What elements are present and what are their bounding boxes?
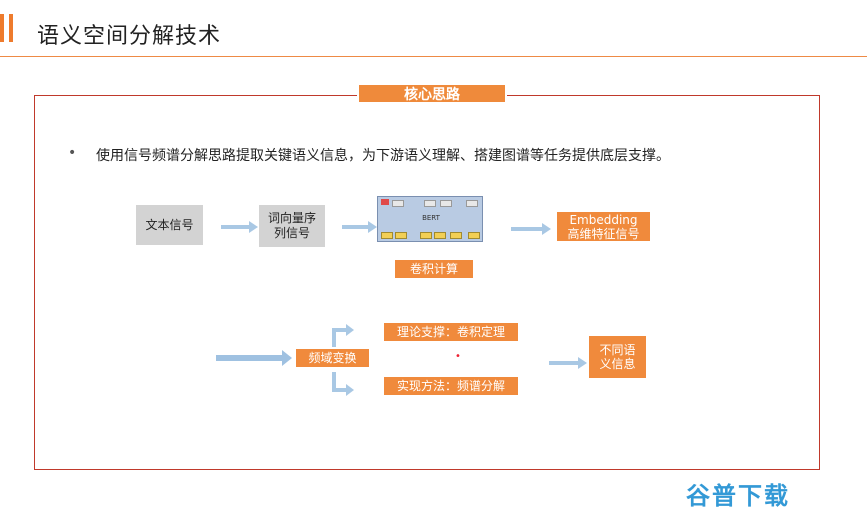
semantic-info-line-1: 不同语 — [599, 343, 636, 357]
bert-diagram-image: BERT — [377, 196, 483, 242]
bert-token-chip — [466, 200, 478, 207]
arrow-into-freq-transform — [216, 350, 292, 366]
arrow-bert-to-embedding — [511, 223, 551, 235]
title-divider — [0, 56, 867, 57]
semantic-info-line-2: 义信息 — [599, 357, 636, 371]
bert-corner-mark — [381, 199, 389, 205]
bert-label: BERT — [422, 214, 440, 222]
embedding-line-1: Embedding — [569, 212, 638, 227]
freq-transform-box: 频域变换 — [296, 349, 369, 367]
freq-transform-label: 频域变换 — [308, 351, 357, 365]
text-signal-label: 文本信号 — [145, 217, 194, 232]
bert-token-chip — [420, 232, 432, 239]
method-label: 实现方法：频谱分解 — [396, 379, 505, 393]
arrow-text-to-wordvec — [221, 221, 258, 233]
arrow-to-result — [549, 357, 587, 369]
convolution-box: 卷积计算 — [395, 260, 473, 278]
branch-arrow-up-head — [346, 324, 354, 336]
word-vector-box: 词向量序 列信号 — [259, 205, 325, 247]
bert-token-chip — [468, 232, 480, 239]
word-vector-line-1: 词向量序 — [267, 211, 316, 225]
bullet-text: 使用信号频谱分解思路提取关键语义信息，为下游语义理解、搭建图谱等任务提供底层支撑… — [96, 148, 670, 164]
core-idea-tag: 核心思路 — [357, 83, 507, 104]
bert-token-chip — [450, 232, 462, 239]
watermark-logo: 谷普下载 — [686, 482, 790, 510]
branch-arrow-up — [332, 328, 346, 347]
semantic-info-box: 不同语 义信息 — [589, 336, 646, 378]
bert-token-chip — [434, 232, 446, 239]
bert-token-chip — [381, 232, 393, 239]
method-box: 实现方法：频谱分解 — [384, 377, 518, 395]
embedding-box: Embedding 高维特征信号 — [557, 212, 650, 241]
center-dot: • — [455, 351, 461, 362]
bullet-marker: • — [68, 145, 77, 161]
bert-token-chip — [424, 200, 436, 207]
convolution-label: 卷积计算 — [409, 262, 458, 276]
text-signal-box: 文本信号 — [136, 205, 203, 245]
page-title: 语义空间分解技术 — [37, 24, 222, 49]
arrow-wordvec-to-bert — [342, 221, 377, 233]
accent-bar — [9, 14, 13, 42]
word-vector-line-2: 列信号 — [273, 226, 310, 240]
bert-token-chip — [395, 232, 407, 239]
branch-arrow-down — [332, 372, 346, 392]
embedding-line-2: 高维特征信号 — [567, 226, 640, 241]
theory-box: 理论支撑：卷积定理 — [384, 323, 518, 341]
bert-token-chip — [392, 200, 404, 207]
accent-bar — [0, 14, 4, 42]
branch-arrow-down-head — [346, 384, 354, 396]
branch-arrows — [332, 324, 354, 396]
theory-label: 理论支撑：卷积定理 — [396, 325, 505, 339]
bert-token-chip — [440, 200, 452, 207]
